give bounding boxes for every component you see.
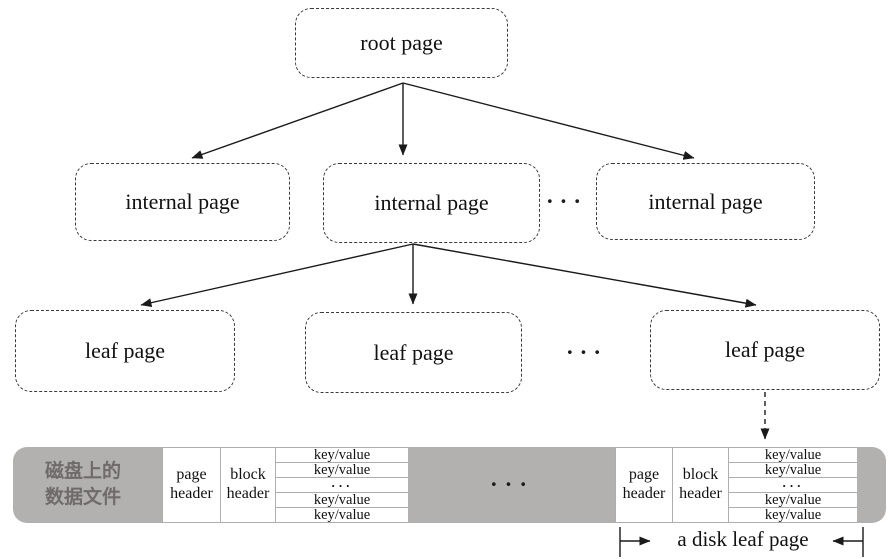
leaf-page-box-1: leaf page	[15, 310, 235, 392]
leaf-page-box-2: leaf page	[305, 312, 522, 393]
kv-row: key/value	[313, 508, 371, 522]
arrow-internal-to-leaf-3	[412, 243, 757, 308]
root-page-label: root page	[360, 30, 443, 55]
kv-stack-2: key/value key/value ··· key/value key/va…	[728, 447, 858, 523]
kv-row: key/value	[276, 448, 408, 463]
leaf-page-label: leaf page	[373, 339, 454, 365]
disk-leaf-page-bracket-label: a disk leaf page	[677, 527, 809, 551]
kv-row: key/value	[729, 493, 857, 508]
kv-row: key/value	[276, 493, 408, 508]
block-header-cell-2: block header	[672, 447, 729, 523]
internal-page-box-2: internal page	[323, 163, 540, 243]
internal-page-label: internal page	[374, 190, 489, 215]
kv-row-ellipsis: ···	[276, 478, 408, 493]
arrow-internal-to-leaf-1	[140, 243, 414, 308]
root-page-box: root page	[295, 8, 508, 78]
disk-file-label-line1: 磁盘上的	[45, 461, 122, 482]
leaf-page-box-3: leaf page	[650, 310, 880, 390]
page-header-cell-1: page header	[162, 447, 221, 523]
internal-page-label: internal page	[648, 188, 763, 214]
disk-data-file-strip: 磁盘上的 数据文件 page header block header key/v…	[13, 447, 893, 523]
disk-file-label: 磁盘上的 数据文件	[13, 447, 163, 523]
kv-row: key/value	[729, 448, 857, 463]
disk-strip-right-cap	[857, 447, 886, 523]
leaf-page-label: leaf page	[85, 338, 165, 363]
kv-row: key/value	[764, 508, 822, 522]
kv-row: key/value	[276, 463, 408, 478]
disk-middle-ellipsis: ···	[408, 447, 616, 523]
disk-file-label-line2: 数据文件	[45, 487, 122, 508]
kv-row: key/value	[729, 463, 857, 478]
block-header-cell-1: block header	[220, 447, 276, 523]
page-header-cell-2: page header	[615, 447, 673, 523]
leaf-page-label: leaf page	[725, 337, 805, 362]
kv-stack-1: key/value key/value ··· key/value key/va…	[275, 447, 409, 523]
leaf-row-ellipsis: ···	[566, 340, 608, 365]
internal-page-box-3: internal page	[596, 163, 815, 240]
internal-page-label: internal page	[125, 189, 240, 214]
internal-page-box-1: internal page	[75, 163, 290, 241]
arrow-root-to-internal-1	[191, 82, 404, 159]
arrow-root-to-internal-3	[402, 82, 695, 160]
kv-row-ellipsis: ···	[729, 478, 857, 493]
internal-row-ellipsis: ···	[546, 189, 588, 214]
